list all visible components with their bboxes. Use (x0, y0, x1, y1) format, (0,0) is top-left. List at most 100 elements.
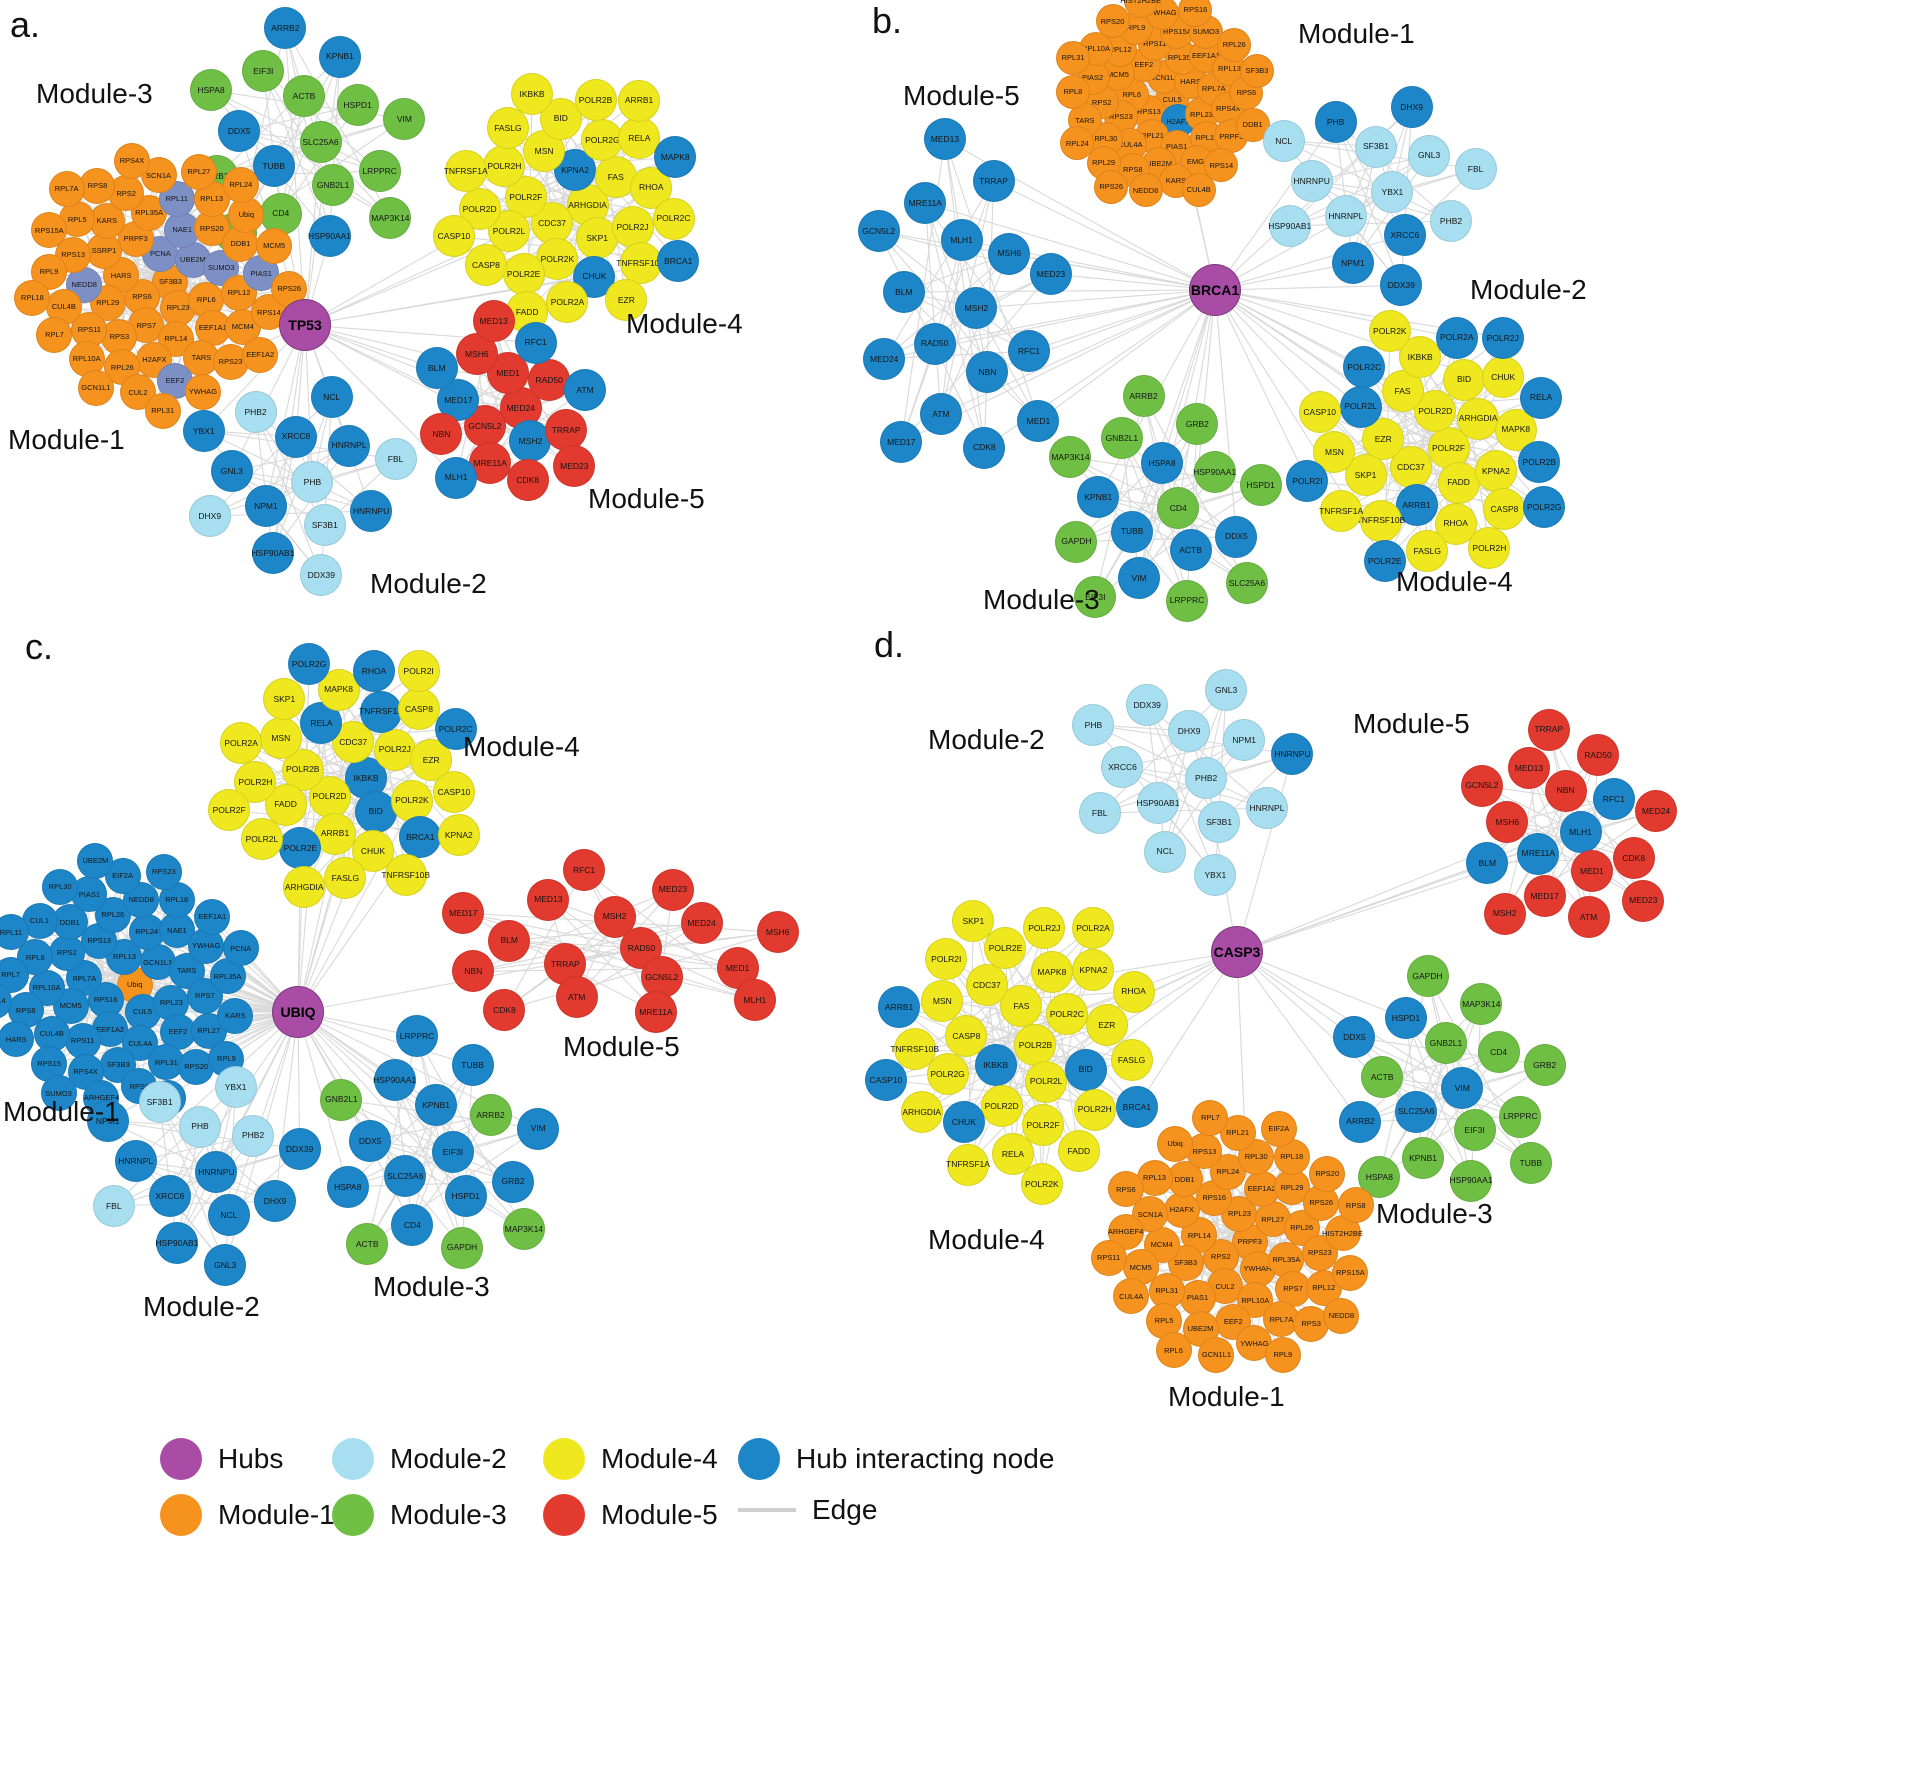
network-node[interactable]: MAP3K14 (1460, 983, 1503, 1025)
network-node[interactable]: RPL31 (1056, 40, 1091, 75)
network-node[interactable]: GAPDH (1406, 955, 1449, 998)
network-node[interactable]: MSH2 (593, 895, 636, 938)
network-node[interactable]: TNFRSF10B (1357, 499, 1405, 542)
network-node[interactable]: CASP10 (1298, 391, 1341, 434)
network-node[interactable]: SLC25A6 (1395, 1090, 1438, 1133)
network-node[interactable]: GAPDH (1055, 520, 1098, 563)
hub-node-casp3[interactable]: CASP3 (1211, 926, 1263, 978)
network-node[interactable]: RAD50 (528, 358, 571, 401)
network-node[interactable]: RPS8 (1337, 1187, 1374, 1224)
network-node[interactable]: LRPPRC (1166, 579, 1209, 622)
network-node[interactable]: YBX1 (214, 1066, 257, 1109)
network-node[interactable]: GNL3 (204, 1244, 247, 1287)
network-node[interactable]: POLR2J (611, 206, 654, 249)
network-node[interactable]: HSP90AA1 (1193, 450, 1236, 493)
network-node[interactable]: MRE11A (635, 991, 677, 1034)
network-node[interactable]: MSH6 (1486, 801, 1529, 844)
network-node[interactable]: PHB2 (232, 1114, 275, 1157)
network-node[interactable]: GCN5L2 (857, 210, 900, 253)
network-node[interactable]: POLR2I (397, 650, 440, 693)
network-node[interactable]: RPS23 (145, 854, 182, 891)
network-node[interactable]: TNFRSF1A (1319, 490, 1363, 533)
network-node[interactable]: GNL3 (210, 450, 253, 493)
network-node[interactable]: KPNA2 (437, 814, 480, 857)
network-node[interactable]: MAPK8 (654, 136, 697, 179)
network-node[interactable]: RPL24 (222, 166, 259, 203)
network-node[interactable]: RFC1 (563, 849, 606, 892)
network-node[interactable]: GRB2 (1176, 403, 1219, 445)
network-node[interactable]: BLM (415, 347, 458, 390)
network-node[interactable]: HSPD1 (1384, 997, 1427, 1040)
network-node[interactable]: RPS2 (48, 935, 85, 972)
network-node[interactable]: TUBB (451, 1044, 494, 1087)
network-node[interactable]: CD4 (1477, 1030, 1520, 1073)
network-node[interactable]: POLR2G (581, 119, 624, 162)
network-node[interactable]: EIF2A (1260, 1111, 1297, 1148)
network-node[interactable]: HSPA8 (326, 1165, 369, 1208)
network-node[interactable]: DDX5 (1215, 515, 1258, 558)
network-node[interactable]: YWHAG (184, 374, 221, 411)
network-node[interactable]: MED24 (1634, 790, 1677, 833)
network-node[interactable]: POLR2L (1025, 1060, 1068, 1103)
network-node[interactable]: BID (354, 790, 397, 833)
network-node[interactable]: PHB (291, 461, 334, 503)
network-node[interactable]: TNFRSF1A (946, 1143, 990, 1186)
network-node[interactable]: VIM (383, 98, 426, 141)
network-node[interactable]: MED23 (553, 445, 596, 488)
network-node[interactable]: EEF1A1 (194, 310, 231, 347)
network-node[interactable]: UBE2M (77, 842, 114, 879)
network-node[interactable]: SF3B1 (138, 1080, 181, 1123)
network-node[interactable]: GRB2 (1523, 1044, 1566, 1087)
network-node[interactable]: ATM (1567, 895, 1610, 938)
network-node[interactable]: PIAS1 (71, 876, 108, 913)
network-node[interactable]: KPNB1 (415, 1084, 458, 1127)
network-node[interactable]: DDX39 (1126, 684, 1169, 727)
network-node[interactable]: MSH2 (509, 420, 552, 463)
network-node[interactable]: EIF3I (1453, 1109, 1496, 1152)
network-node[interactable]: CD4 (259, 192, 302, 235)
network-node[interactable]: POLR2H (1468, 527, 1511, 570)
network-node[interactable]: FBL (374, 438, 417, 481)
network-node[interactable]: MED13 (472, 299, 515, 342)
network-node[interactable]: EIF3I (1074, 576, 1117, 619)
network-node[interactable]: MED17 (880, 421, 923, 464)
network-node[interactable]: POLR2J (373, 728, 416, 771)
network-node[interactable]: YBX1 (1371, 171, 1414, 213)
network-node[interactable]: Ubiq (1157, 1125, 1194, 1162)
network-node[interactable]: EEF1A2 (1243, 1171, 1280, 1208)
network-node[interactable]: ARHGDIA (900, 1090, 943, 1133)
network-node[interactable]: SF3B3 (1240, 53, 1274, 88)
network-node[interactable]: NPM1 (1223, 719, 1266, 762)
network-node[interactable]: PHB2 (1430, 199, 1473, 242)
network-node[interactable]: HSPA8 (189, 69, 232, 112)
network-node[interactable]: DDX39 (1380, 264, 1423, 307)
network-node[interactable]: RPS11 (64, 1023, 101, 1060)
network-node[interactable]: NBN (452, 950, 495, 993)
network-node[interactable]: KPNA2 (1072, 949, 1115, 991)
network-node[interactable]: FASLG (486, 107, 529, 150)
network-node[interactable]: HSP90AA1 (373, 1059, 416, 1102)
network-node[interactable]: MSH2 (955, 287, 998, 329)
network-node[interactable]: RELA (1520, 376, 1563, 419)
network-node[interactable]: CD4 (391, 1203, 434, 1246)
network-node[interactable]: HSPA8 (1140, 441, 1183, 484)
network-node[interactable]: NBN (966, 351, 1009, 394)
network-node[interactable]: CASP8 (397, 688, 440, 731)
network-node[interactable]: FASLG (324, 856, 367, 899)
network-node[interactable]: POLR2B (1014, 1024, 1057, 1066)
network-node[interactable]: MCM5 (256, 228, 293, 265)
network-node[interactable]: XRCC6 (148, 1174, 191, 1217)
network-node[interactable]: LRPPRC (396, 1015, 439, 1058)
network-node[interactable]: FADD (1437, 461, 1480, 504)
network-node[interactable]: HNRNPU (195, 1151, 238, 1193)
network-node[interactable]: ARRB1 (618, 79, 661, 122)
network-node[interactable]: VIM (1441, 1067, 1484, 1109)
network-node[interactable]: KPNB1 (1077, 476, 1120, 519)
network-node[interactable]: SUMO3 (40, 1075, 77, 1112)
network-node[interactable]: KPNB1 (318, 35, 361, 78)
network-node[interactable]: TRRAP (545, 409, 588, 452)
network-node[interactable]: RPL24 (1060, 126, 1095, 161)
network-node[interactable]: RPS26 (1094, 169, 1129, 204)
network-node[interactable]: SLC25A6 (1225, 561, 1268, 604)
network-node[interactable]: RPS3 (101, 318, 138, 355)
